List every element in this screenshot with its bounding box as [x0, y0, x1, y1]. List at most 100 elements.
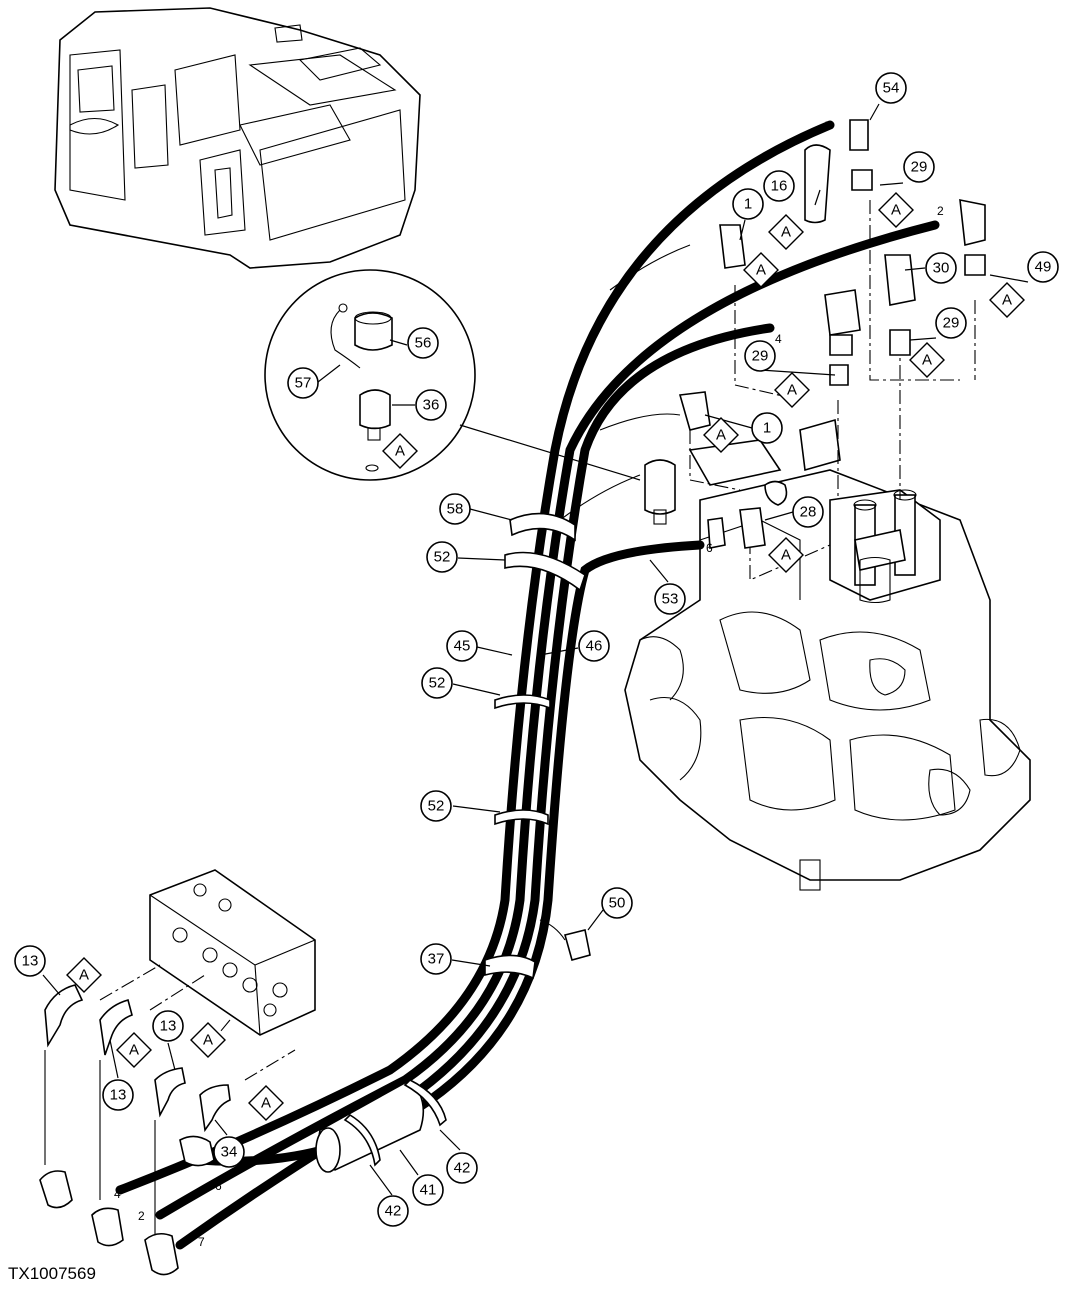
- a-callout: A: [878, 192, 914, 228]
- callout-1: 1: [751, 412, 783, 444]
- svg-text:A: A: [781, 224, 791, 241]
- svg-text:A: A: [261, 1095, 271, 1112]
- svg-text:A: A: [787, 382, 797, 399]
- svg-text:52: 52: [429, 675, 446, 692]
- hose-marker: 2: [138, 1209, 145, 1223]
- svg-text:30: 30: [933, 260, 950, 277]
- svg-text:29: 29: [911, 159, 928, 176]
- svg-text:41: 41: [420, 1182, 437, 1199]
- hose-marker: 7: [825, 119, 832, 133]
- svg-text:1: 1: [763, 420, 771, 437]
- svg-text:13: 13: [22, 953, 39, 970]
- callout-13: 13: [152, 1010, 184, 1042]
- svg-text:A: A: [1002, 292, 1012, 309]
- svg-text:52: 52: [428, 798, 445, 815]
- callout-49: 49: [1027, 251, 1059, 283]
- a-callout: A: [382, 433, 418, 469]
- callout-36: 36: [415, 389, 447, 421]
- svg-text:13: 13: [110, 1087, 127, 1104]
- svg-text:58: 58: [447, 501, 464, 518]
- callout-34: 34: [213, 1136, 245, 1168]
- seal-reference-callouts: A A A A A A A A: [66, 192, 1025, 1121]
- control-valve-body: [624, 119, 1031, 891]
- svg-text:13: 13: [160, 1018, 177, 1035]
- svg-text:A: A: [891, 202, 901, 219]
- svg-text:42: 42: [454, 1160, 471, 1177]
- svg-text:49: 49: [1035, 259, 1052, 276]
- a-callout: A: [743, 252, 779, 288]
- a-callout: A: [190, 1022, 226, 1058]
- callout-42: 42: [446, 1152, 478, 1184]
- callout-37: 37: [420, 943, 452, 975]
- detail-inset-circle: [264, 269, 641, 481]
- svg-text:16: 16: [771, 178, 788, 195]
- svg-text:A: A: [781, 547, 791, 564]
- svg-text:56: 56: [415, 335, 432, 352]
- svg-text:A: A: [922, 352, 932, 369]
- callout-52: 52: [420, 790, 452, 822]
- hose-bundle: [115, 120, 940, 1250]
- hose-marker: 2: [937, 204, 944, 218]
- callout-41: 41: [412, 1174, 444, 1206]
- callout-50: 50: [601, 887, 633, 919]
- callout-13: 13: [14, 945, 46, 977]
- hose-marker: 6: [706, 541, 713, 555]
- hose-marker: 6: [215, 1179, 222, 1193]
- callout-42: 42: [377, 1195, 409, 1227]
- callout-52: 52: [421, 667, 453, 699]
- svg-text:A: A: [756, 262, 766, 279]
- svg-text:A: A: [79, 967, 89, 984]
- callout-28: 28: [792, 496, 824, 528]
- callout-58: 58: [439, 493, 471, 525]
- callout-57: 57: [287, 367, 319, 399]
- callout-13: 13: [102, 1079, 134, 1111]
- svg-text:54: 54: [883, 80, 900, 97]
- callout-29: 29: [935, 307, 967, 339]
- callout-29: 29: [903, 151, 935, 183]
- svg-text:53: 53: [662, 591, 679, 608]
- svg-text:29: 29: [752, 348, 769, 365]
- svg-text:A: A: [203, 1032, 213, 1049]
- callout-56: 56: [407, 327, 439, 359]
- callout-53: 53: [654, 583, 686, 615]
- a-callout: A: [116, 1032, 152, 1068]
- a-callout: A: [703, 417, 739, 453]
- callout-16: 16: [763, 170, 795, 202]
- pilot-valve-block: [39, 869, 316, 1276]
- svg-text:29: 29: [943, 315, 960, 332]
- callout-45: 45: [446, 630, 478, 662]
- svg-text:46: 46: [586, 638, 603, 655]
- part-callouts: 54 29 16 1 30 49 29 29 1 28 56 57 36 58 …: [14, 72, 1059, 1227]
- a-callout: A: [66, 957, 102, 993]
- a-callout: A: [989, 282, 1025, 318]
- hose-markers: 7 2 4 6 4 6 2 7: [114, 119, 944, 1249]
- svg-text:28: 28: [800, 504, 817, 521]
- svg-text:50: 50: [609, 895, 626, 912]
- callout-29: 29: [744, 340, 776, 372]
- a-callout: A: [774, 372, 810, 408]
- callout-leaders: [42, 103, 1029, 1196]
- svg-text:A: A: [395, 443, 405, 460]
- svg-text:A: A: [716, 427, 726, 444]
- callout-54: 54: [875, 72, 907, 104]
- callout-1: 1: [732, 188, 764, 220]
- svg-text:42: 42: [385, 1203, 402, 1220]
- figure-id-label: TX1007569: [8, 1264, 96, 1283]
- callout-52: 52: [426, 541, 458, 573]
- a-callout: A: [909, 342, 945, 378]
- svg-text:1: 1: [744, 196, 752, 213]
- svg-text:52: 52: [434, 549, 451, 566]
- hose-marker: 7: [198, 1235, 205, 1249]
- hose-marker: 4: [775, 332, 782, 346]
- a-callout: A: [768, 214, 804, 250]
- callout-46: 46: [578, 630, 610, 662]
- a-callout: A: [768, 537, 804, 573]
- svg-text:36: 36: [423, 397, 440, 414]
- a-callout: A: [248, 1085, 284, 1121]
- machine-locator-illustration: [54, 7, 421, 269]
- callout-30: 30: [925, 252, 957, 284]
- svg-text:57: 57: [295, 375, 312, 392]
- svg-text:A: A: [129, 1042, 139, 1059]
- hose-marker: 4: [114, 1187, 121, 1201]
